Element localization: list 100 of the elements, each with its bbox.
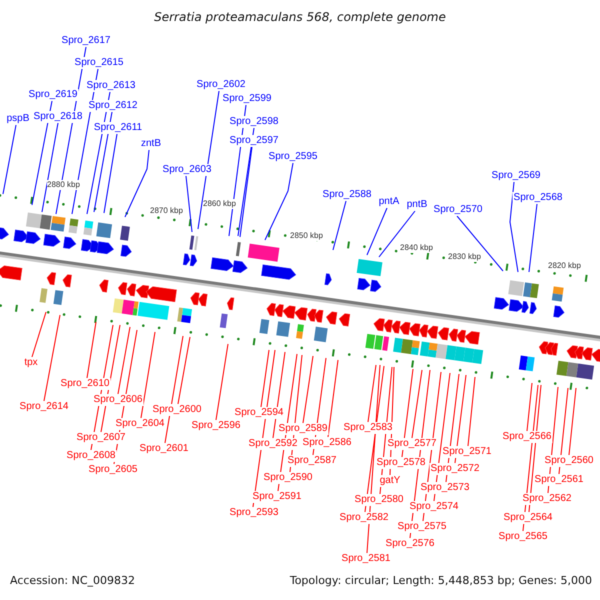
gene-label: Spro_2581 xyxy=(340,553,392,565)
gene-label: Spro_2568 xyxy=(512,192,564,204)
gene-label: Spro_2611 xyxy=(92,122,144,134)
gene-label: Spro_2580 xyxy=(354,494,404,506)
leader-line xyxy=(86,322,96,378)
leader-line xyxy=(124,150,150,218)
gene-label: Spro_2592 xyxy=(248,438,298,450)
gene-label: pntB xyxy=(406,199,428,211)
gene-label: Spro_2562 xyxy=(522,493,572,505)
leader-line xyxy=(526,382,532,432)
gene-label: Spro_2573 xyxy=(420,482,470,494)
leader-line xyxy=(186,176,192,232)
gene-label: Spro_2575 xyxy=(396,521,448,533)
leader-line xyxy=(412,370,422,438)
gene-label: Spro_2619 xyxy=(28,89,78,101)
gene-label: Spro_2583 xyxy=(342,422,394,434)
leader-line xyxy=(368,364,376,422)
leader-line xyxy=(272,352,286,438)
gene-label: Spro_2565 xyxy=(498,531,548,543)
leader-line xyxy=(378,210,416,258)
gene-label: Spro_2597 xyxy=(228,135,280,147)
gene-label: Spro_2591 xyxy=(252,491,302,503)
gene-label: tpx xyxy=(23,357,39,369)
scale-label: 2840 kbp xyxy=(400,243,433,253)
scale-label: 2870 kbp xyxy=(150,206,183,216)
leader-line xyxy=(528,204,538,272)
leader-line xyxy=(216,344,228,420)
footer-text: Accession: NC_009832 xyxy=(10,574,136,587)
leader-line xyxy=(456,216,504,272)
gene-label: Spro_2599 xyxy=(222,93,272,105)
gene-label: Spro_2607 xyxy=(76,432,126,444)
gene-label: Spro_2617 xyxy=(60,35,112,47)
gene-label: Spro_2578 xyxy=(376,457,426,469)
scale-label: 2820 kbp xyxy=(548,261,581,271)
gene-label: Spro_2612 xyxy=(88,100,138,112)
leader-line xyxy=(302,356,314,424)
gene-label: Spro_2598 xyxy=(228,116,280,128)
gene-label: Spro_2596 xyxy=(190,420,242,432)
gene-label: Spro_2589 xyxy=(278,423,328,435)
gene-label: Spro_2608 xyxy=(66,450,116,462)
gene-label: Spro_2613 xyxy=(86,80,136,92)
gene-label: Spro_2582 xyxy=(338,512,390,524)
leader-line xyxy=(140,332,156,418)
leader-line xyxy=(328,360,338,438)
footer-text: Topology: circular; Length: 5,448,853 bp; Genes: 5,000 xyxy=(290,574,592,587)
leader-line xyxy=(42,122,58,212)
leader-line xyxy=(332,200,346,250)
diagram-title: Serratia proteamaculans 568, complete genome xyxy=(153,10,447,25)
leader-line xyxy=(510,182,518,272)
leader-line xyxy=(32,312,46,358)
leader-line xyxy=(558,388,568,474)
leader-line xyxy=(568,388,576,456)
scale-label: 2850 kbp xyxy=(290,231,323,241)
gene-label: pntA xyxy=(378,196,400,208)
scale-label: 2830 kbp xyxy=(448,252,481,262)
gene-label: Spro_2574 xyxy=(408,501,460,513)
leader-line xyxy=(366,208,388,256)
leader-line xyxy=(178,336,190,404)
leader-line xyxy=(264,162,294,240)
gene-label: Spro_2560 xyxy=(544,455,594,467)
gene-label: Spro_2602 xyxy=(196,79,246,91)
leader-line xyxy=(44,314,60,402)
gene-label: Spro_2601 xyxy=(138,443,190,455)
gene-label: Spro_2614 xyxy=(18,401,70,413)
gene-label: Spro_2569 xyxy=(490,170,542,182)
gene-label: Spro_2605 xyxy=(88,464,138,476)
gene-label: Spro_2595 xyxy=(268,151,318,163)
gene-label: Spro_2566 xyxy=(502,431,552,443)
gene-label: Spro_2571 xyxy=(442,446,492,458)
gene-label: Spro_2610 xyxy=(60,378,110,390)
scale-label: 2880 kbp xyxy=(47,180,80,190)
leader-line xyxy=(402,368,414,458)
gene-label: Spro_2564 xyxy=(502,512,554,524)
gene-label: Spro_2590 xyxy=(262,472,314,484)
gene-label: Spro_2594 xyxy=(234,407,284,419)
gene-label: Spro_2604 xyxy=(114,418,166,430)
leader-line xyxy=(240,146,252,238)
gene-label: Spro_2561 xyxy=(534,474,584,486)
leader-line xyxy=(2,124,16,194)
gene-label: Spro_2603 xyxy=(162,164,212,176)
gene-label: Spro_2576 xyxy=(384,538,436,550)
leader-line xyxy=(104,134,118,214)
leader-line xyxy=(260,350,270,408)
gene-label: Spro_2586 xyxy=(302,437,352,449)
leader-line xyxy=(468,376,476,446)
gene-label: Spro_2615 xyxy=(74,57,124,69)
gene-label: Spro_2572 xyxy=(430,463,480,475)
gene-label: Spro_2587 xyxy=(286,455,338,467)
leader-line xyxy=(198,90,220,230)
gene-label: Spro_2606 xyxy=(92,394,144,406)
scale-label: 2860 kbp xyxy=(203,199,236,209)
gene-label: Spro_2570 xyxy=(432,204,484,216)
leader-line xyxy=(238,128,254,236)
gene-label: Spro_2588 xyxy=(322,189,372,201)
leader-line xyxy=(32,100,52,206)
leader-line xyxy=(164,336,184,444)
gene-label: Spro_2593 xyxy=(228,507,280,519)
leader-line xyxy=(94,112,112,212)
gene-label: pspB xyxy=(6,113,30,125)
gene-label: gatY xyxy=(378,475,402,487)
